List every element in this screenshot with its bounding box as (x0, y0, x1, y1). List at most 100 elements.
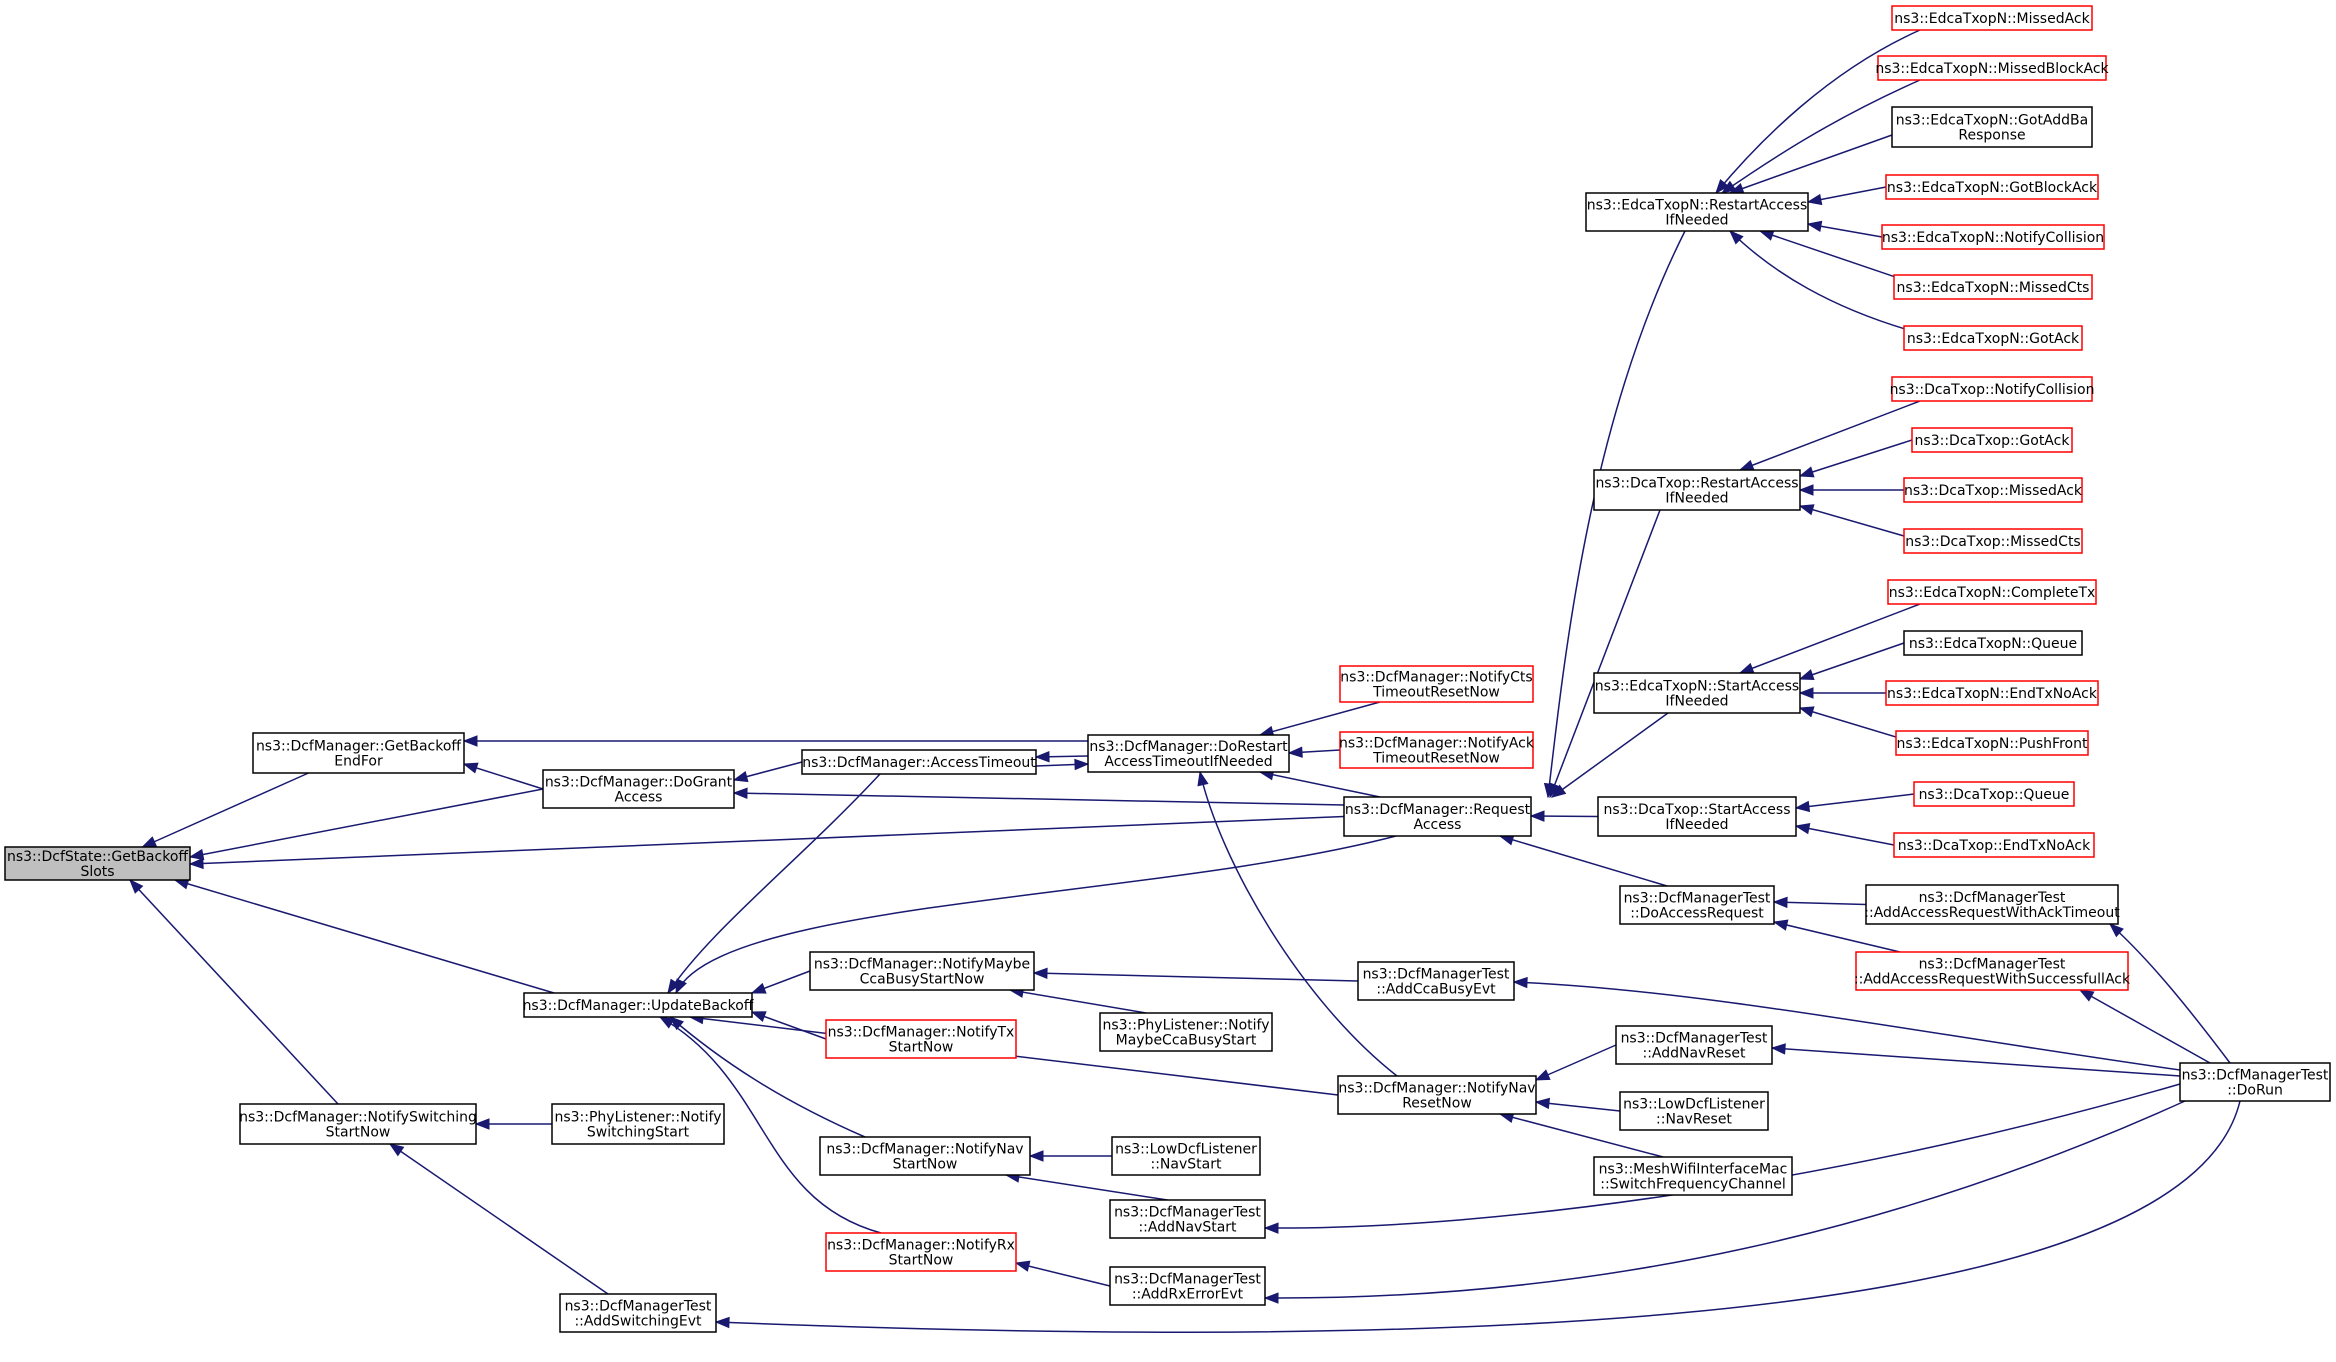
node-box[interactable] (825, 1019, 1017, 1059)
node-box[interactable] (1619, 1091, 1769, 1131)
node-box[interactable] (1903, 477, 2083, 503)
node-box[interactable] (4, 846, 191, 881)
node-notifyctstimeout[interactable]: ns3::DcfManager::NotifyCtsTimeoutResetNo… (1339, 665, 1534, 703)
node-addaccessack[interactable]: ns3::DcfManagerTest::AddAccessRequestWit… (1864, 884, 2120, 925)
node-box[interactable] (1111, 1136, 1261, 1176)
node-box[interactable] (523, 992, 753, 1018)
node-notifyacktimeout[interactable]: ns3::DcfManager::NotifyAckTimeoutResetNo… (1339, 731, 1535, 769)
node-box[interactable] (1891, 106, 2093, 148)
node-box[interactable] (559, 1293, 717, 1333)
node-edcamissedcts[interactable]: ns3::EdcaTxopN::MissedCts (1893, 274, 2093, 300)
node-edcacompletetx[interactable]: ns3::EdcaTxopN::CompleteTx (1887, 579, 2097, 605)
node-box[interactable] (1903, 528, 2083, 554)
node-dcaqueue[interactable]: ns3::DcaTxop::Queue (1913, 781, 2075, 807)
node-doaccessrequest[interactable]: ns3::DcfManagerTest::DoAccessRequest (1619, 885, 1775, 925)
node-dorestart[interactable]: ns3::DcfManager::DoRestartAccessTimeoutI… (1087, 734, 1290, 773)
node-box[interactable] (1593, 672, 1801, 714)
node-box[interactable] (1895, 730, 2089, 756)
node-box[interactable] (809, 951, 1035, 991)
node-edcapushfront[interactable]: ns3::EdcaTxopN::PushFront (1895, 730, 2089, 756)
node-box[interactable] (1893, 274, 2093, 300)
node-addaccesssucc[interactable]: ns3::DcfManagerTest::AddAccessRequestWit… (1854, 951, 2131, 991)
node-box[interactable] (1099, 1012, 1273, 1052)
node-accesstimeout[interactable]: ns3::DcfManager::AccessTimeout (801, 749, 1037, 775)
node-box[interactable] (1585, 192, 1809, 232)
node-edcanotifycollision[interactable]: ns3::EdcaTxopN::NotifyCollision (1881, 224, 2105, 250)
node-box[interactable] (1109, 1199, 1266, 1239)
node-box[interactable] (1109, 1266, 1266, 1306)
node-box[interactable] (819, 1136, 1031, 1176)
node-box[interactable] (1593, 469, 1801, 511)
node-box[interactable] (2179, 1062, 2331, 1102)
node-box[interactable] (825, 1232, 1017, 1272)
node-box[interactable] (1903, 630, 2083, 656)
node-box[interactable] (1885, 174, 2099, 200)
node-box[interactable] (252, 732, 465, 774)
node-dcagotack[interactable]: ns3::DcaTxop::GotAck (1911, 427, 2073, 453)
node-box[interactable] (551, 1103, 725, 1145)
node-dorun[interactable]: ns3::DcfManagerTest::DoRun (2179, 1062, 2331, 1102)
node-addnavstart[interactable]: ns3::DcfManagerTest::AddNavStart (1109, 1199, 1266, 1239)
node-box[interactable] (1593, 1156, 1793, 1196)
node-edcamissedblockack[interactable]: ns3::EdcaTxopN::MissedBlockAck (1875, 55, 2110, 81)
node-lownavstart[interactable]: ns3::LowDcfListener::NavStart (1111, 1136, 1261, 1176)
node-edcagotack[interactable]: ns3::EdcaTxopN::GotAck (1903, 325, 2083, 351)
node-addccabusyevt[interactable]: ns3::DcfManagerTest::AddCcaBusyEvt (1357, 961, 1515, 1001)
node-addnavreset[interactable]: ns3::DcfManagerTest::AddNavReset (1615, 1025, 1773, 1065)
node-addswitchingevt[interactable]: ns3::DcfManagerTest::AddSwitchingEvt (559, 1293, 717, 1333)
node-addrxerrorevt[interactable]: ns3::DcfManagerTest::AddRxErrorEvt (1109, 1266, 1266, 1306)
node-dcamissedack[interactable]: ns3::DcaTxop::MissedAck (1903, 477, 2083, 503)
node-box[interactable] (1891, 5, 2093, 31)
node-box[interactable] (1885, 680, 2099, 706)
node-box[interactable] (801, 749, 1037, 775)
node-box[interactable] (1087, 734, 1290, 773)
node-box[interactable] (1881, 224, 2105, 250)
node-phyccabusy[interactable]: ns3::PhyListener::NotifyMaybeCcaBusyStar… (1099, 1012, 1273, 1052)
node-notifymaybecca[interactable]: ns3::DcfManager::NotifyMaybeCcaBusyStart… (809, 951, 1035, 991)
node-dcaendtxnoack[interactable]: ns3::DcaTxop::EndTxNoAck (1893, 832, 2095, 858)
node-edcamissedack[interactable]: ns3::EdcaTxopN::MissedAck (1891, 5, 2093, 31)
node-dcanotifycollision[interactable]: ns3::DcaTxop::NotifyCollision (1890, 376, 2095, 402)
node-box[interactable] (1903, 325, 2083, 351)
node-box[interactable] (1619, 885, 1775, 925)
node-box[interactable] (1343, 796, 1532, 837)
node-box[interactable] (1865, 884, 2119, 925)
node-edcaqueue[interactable]: ns3::EdcaTxopN::Queue (1903, 630, 2083, 656)
node-box[interactable] (1911, 427, 2073, 453)
node-box[interactable] (1891, 376, 2093, 402)
node-box[interactable] (542, 769, 735, 809)
node-box[interactable] (1913, 781, 2075, 807)
node-box[interactable] (1337, 1075, 1537, 1115)
node-box[interactable] (1597, 796, 1797, 837)
node-box[interactable] (1339, 665, 1534, 703)
node-edcaendtxnoack[interactable]: ns3::EdcaTxopN::EndTxNoAck (1885, 680, 2099, 706)
node-box[interactable] (1615, 1025, 1773, 1065)
node-meshwifi[interactable]: ns3::MeshWifiInterfaceMac::SwitchFrequen… (1593, 1156, 1793, 1196)
node-box[interactable] (1357, 961, 1515, 1001)
node-box[interactable] (1887, 579, 2097, 605)
node-box[interactable] (1855, 951, 2129, 991)
node-lownavreset[interactable]: ns3::LowDcfListener::NavReset (1619, 1091, 1769, 1131)
node-updatebackoff[interactable]: ns3::DcfManager::UpdateBackoff (523, 992, 754, 1018)
node-dcamissedcts[interactable]: ns3::DcaTxop::MissedCts (1903, 528, 2083, 554)
node-box[interactable] (239, 1103, 477, 1145)
node-box[interactable] (1877, 55, 2107, 81)
node-box[interactable] (1339, 731, 1534, 769)
node-edcagotblockack[interactable]: ns3::EdcaTxopN::GotBlockAck (1885, 174, 2099, 200)
node-box[interactable] (1893, 832, 2095, 858)
